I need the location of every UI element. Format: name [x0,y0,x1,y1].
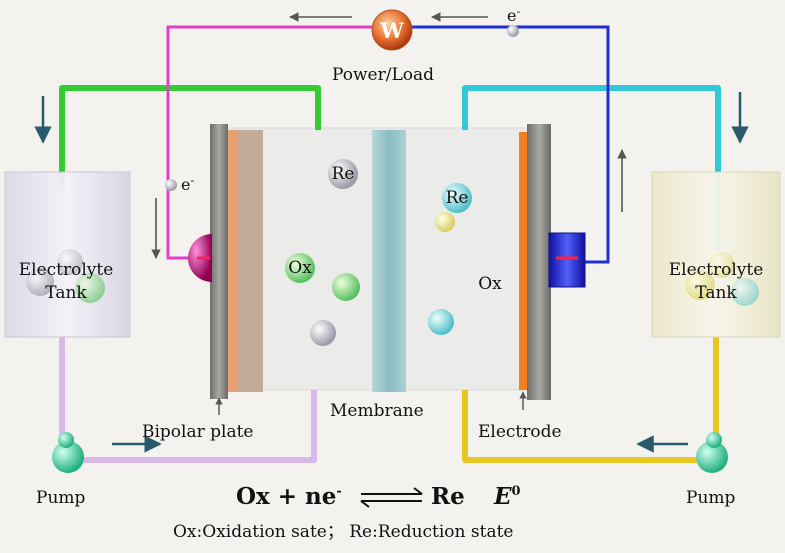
species-ox-left: Ox [288,258,312,278]
pipe-bottom-right [462,335,719,463]
equation-right: Re [431,483,465,510]
electron-top-dot [507,25,519,37]
tank-left-line1: Electrolyte [19,260,114,280]
ball-re-left [328,159,358,189]
electron-left-dot [165,179,177,191]
pump-left-joint [58,432,74,448]
label-membrane: Membrane [330,401,424,421]
wire-left [166,25,372,260]
ball-ox-left [285,253,315,283]
equilibrium-arrows [360,487,423,508]
tank-right-ball-1 [685,270,715,300]
bipolar-plate-left [210,124,228,399]
tank-right-ball-2 [731,278,759,306]
tank-left-line2: Tank [45,283,87,303]
footnote: Ox:Oxidation sate； Re:Reduction state [173,522,513,542]
pipe-top-right [462,85,721,250]
label-bipolar-plate: Bipolar plate [142,422,254,442]
pump-right [696,441,728,473]
ball-yellow-right [435,212,455,232]
ball-cyan-right [428,309,454,335]
pipe-top-left [59,85,321,190]
label-pump-right: Pump [686,488,736,508]
terminal-right [548,232,586,288]
ball-re-right [442,183,472,213]
tank-left-ball-3 [57,249,83,275]
species-re-right: Re [446,188,469,208]
load-symbol: W [379,18,404,43]
load-circle [371,9,413,51]
label-electrode: Electrode [478,422,562,442]
tank-right-ball-3 [709,252,735,278]
ball-grey-left [310,320,336,346]
pipe-bottom-left [59,335,317,463]
membrane [372,130,406,392]
electron-left-label: e- [181,174,194,194]
tank-right-line1: Electrolyte [669,260,764,280]
electrode-left [228,130,237,392]
tank-left-ball-2 [75,273,105,303]
bipolar-plate-right [527,124,551,400]
equation-left: Ox + ne- [236,483,342,510]
tank-right-line2: Tank [695,283,737,303]
electron-top-label: e- [507,5,520,25]
pump-right-joint [706,432,722,448]
pump-left [52,441,84,473]
ball-green-left [332,273,360,301]
species-re-left: Re [332,164,355,184]
equation-potential: E0 [493,483,521,510]
tank-left-ball-1 [26,268,54,296]
species-ox-right: Ox [478,274,502,294]
load-label: Power/Load [332,65,434,85]
felt-left [237,130,263,392]
label-pump-left: Pump [36,488,86,508]
electrode-right [519,132,527,390]
